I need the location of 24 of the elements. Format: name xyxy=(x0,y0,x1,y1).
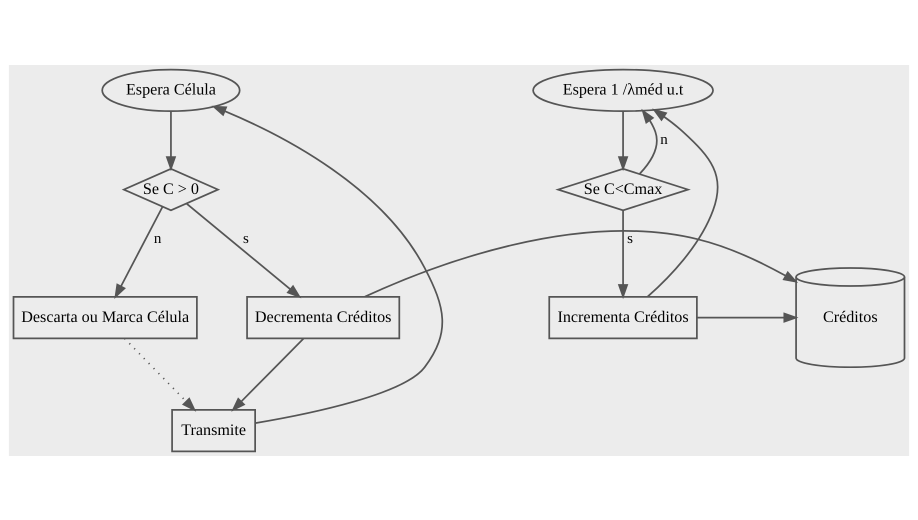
node-box: Transmite xyxy=(171,408,256,452)
node-diamond: Se C > 0 xyxy=(122,167,220,211)
node-box: Decrementa Créditos xyxy=(246,295,400,339)
arrow xyxy=(618,210,628,299)
arrow xyxy=(364,230,798,297)
node-box: Incrementa Créditos xyxy=(548,295,698,339)
node-diamond: Se C<Cmax xyxy=(555,167,691,211)
node-ellipse: Espera 1 /λméd u.t xyxy=(532,68,714,112)
arrow xyxy=(124,337,196,412)
arrow xyxy=(697,312,798,322)
arrow xyxy=(114,206,164,299)
arrow xyxy=(231,337,304,412)
arrow xyxy=(186,202,302,298)
node-ellipse: Espera Célula xyxy=(101,68,241,112)
edge-label: s xyxy=(627,230,633,247)
arrow xyxy=(166,111,176,171)
edge-label: n xyxy=(154,230,162,247)
node-box: Descarta ou Marca Célula xyxy=(12,295,198,339)
arrow xyxy=(647,108,718,297)
arrow xyxy=(618,111,628,171)
arrow xyxy=(212,105,444,424)
edge-label: s xyxy=(242,230,249,247)
edge-label: n xyxy=(660,131,668,148)
arrow xyxy=(639,108,658,174)
